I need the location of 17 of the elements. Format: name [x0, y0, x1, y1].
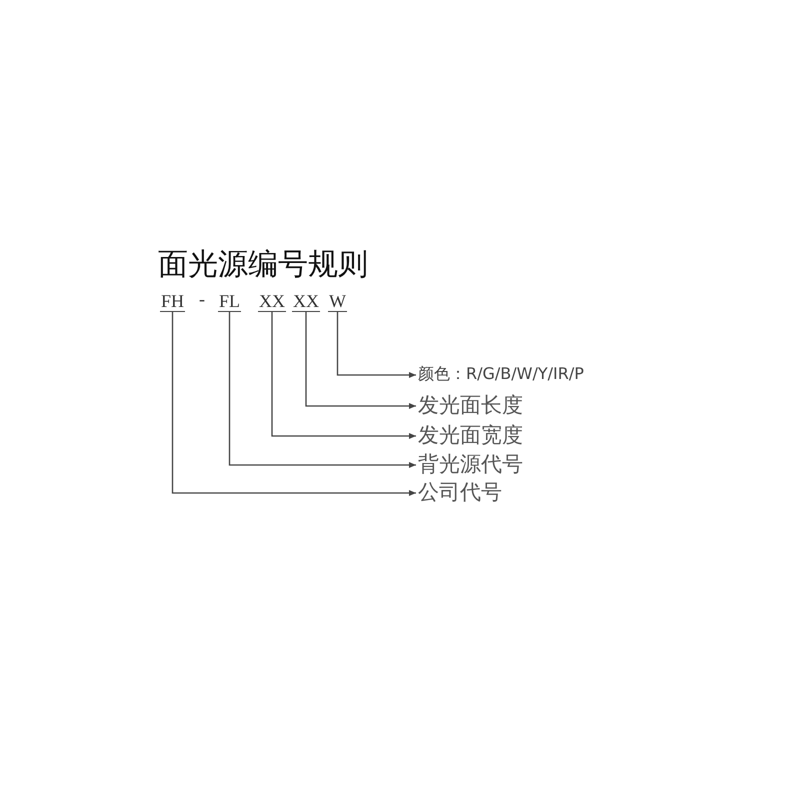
- arrow: [271, 312, 416, 439]
- arrow: [336, 312, 416, 378]
- code-segment: FL: [218, 291, 242, 312]
- code-segment: XX: [292, 291, 320, 312]
- code-segment: FH: [160, 291, 186, 312]
- code-description: 发光面宽度: [418, 422, 523, 448]
- separator-text: -: [199, 289, 205, 310]
- arrow: [305, 312, 416, 409]
- arrow: [172, 312, 416, 496]
- title: 面光源编号规则: [158, 246, 368, 284]
- arrow: [228, 312, 416, 468]
- code-description: 发光面长度: [418, 392, 523, 418]
- code-description: 颜色：R/G/B/W/Y/IR/P: [418, 361, 584, 387]
- code-description: 公司代号: [418, 479, 502, 505]
- code-segment: W: [328, 291, 347, 312]
- code-description: 背光源代号: [418, 451, 523, 477]
- code-segment: XX: [258, 291, 286, 312]
